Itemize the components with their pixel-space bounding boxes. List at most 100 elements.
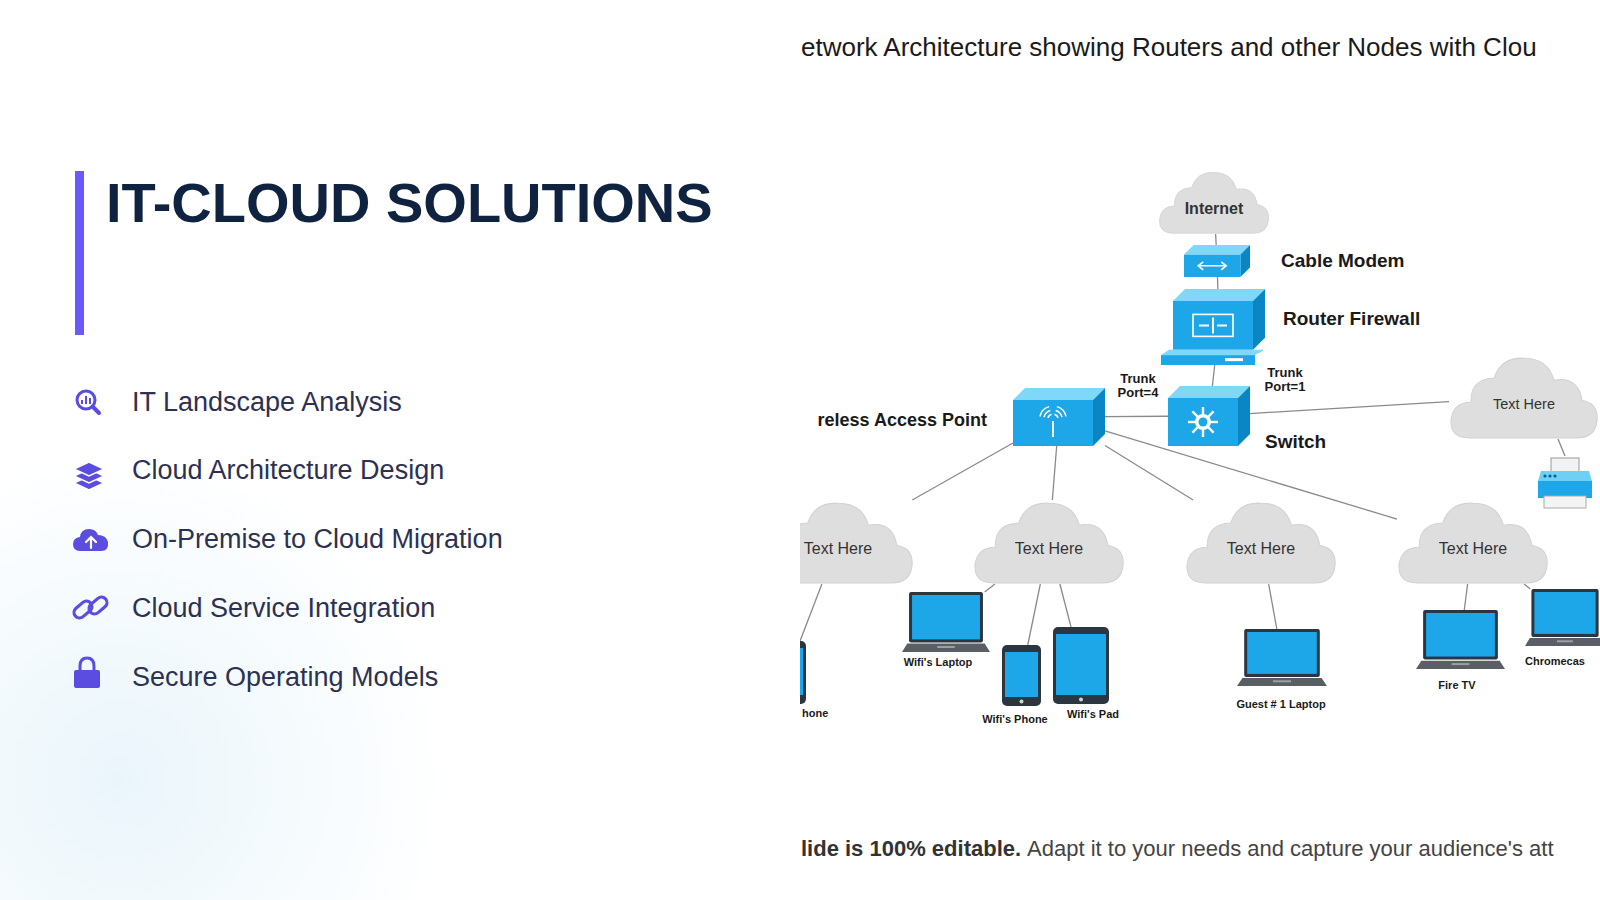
- device-shape: [1416, 610, 1505, 669]
- device-node: Cable Modem: [1184, 245, 1250, 277]
- network-link: [800, 584, 822, 641]
- network-link: [1217, 277, 1219, 289]
- cloud-outline: [1159, 172, 1268, 233]
- cloud-label: Text Here: [1449, 355, 1599, 439]
- cloud-node: Text Here: [800, 500, 914, 584]
- network-link: [1028, 584, 1041, 645]
- device-shape: [1002, 645, 1041, 706]
- cloud-label: Text Here: [1397, 500, 1549, 584]
- service-item: Cloud Service Integration: [132, 594, 435, 624]
- cloud-node: Text Here: [1185, 500, 1337, 584]
- analysis-icon: [77, 391, 99, 413]
- image-title: etwork Architecture showing Routers and …: [801, 33, 1537, 62]
- cloud-outline: [975, 503, 1123, 583]
- device-label: Cable Modem: [1281, 250, 1405, 272]
- network-link: [1269, 584, 1277, 629]
- device-label: reless Access Point: [818, 410, 987, 431]
- node-layer: etwork Architecture showing Routers and …: [800, 0, 1600, 900]
- device-node: Wifi's Laptop: [902, 592, 990, 652]
- network-link: [912, 443, 1013, 500]
- network-link: [1464, 584, 1467, 610]
- laptop-icon: [1416, 610, 1505, 669]
- device-label: Guest # 1 Laptop: [1236, 698, 1325, 710]
- cloud-label: Text Here: [973, 500, 1125, 584]
- service-item: Cloud Architecture Design: [132, 456, 444, 486]
- link-icon: [72, 595, 109, 620]
- device-shape: [1184, 245, 1250, 277]
- network-link: [1524, 584, 1530, 589]
- network-link: [985, 584, 995, 592]
- device-shape: [902, 592, 990, 652]
- printer-icon: [1538, 458, 1592, 508]
- network-link: [1250, 402, 1449, 414]
- device-icon: [1161, 289, 1265, 365]
- device-node: Switch: [1168, 386, 1250, 446]
- device-shape: [1013, 388, 1105, 446]
- device-node: Wifi's Phone: [1002, 645, 1041, 706]
- device-node: reless Access Point: [1013, 388, 1105, 446]
- device-label: Fire TV: [1438, 679, 1475, 691]
- laptop-icon: [902, 592, 990, 652]
- device-node: Fire TV: [1416, 610, 1505, 669]
- cloud-node: Text Here: [1397, 500, 1549, 584]
- device-icon: [1013, 388, 1105, 446]
- device-node: hone: [800, 641, 806, 704]
- device-label: Wifi's Laptop: [904, 656, 973, 668]
- footer-note: lide is 100% editable.: [801, 837, 1021, 861]
- cloud-outline: [800, 503, 912, 583]
- footer-note: Adapt it to your needs and capture your …: [1027, 837, 1553, 861]
- cloud-outline: [1187, 503, 1335, 583]
- port-label: Trunk Port=1: [1261, 366, 1309, 393]
- device-node: Wifi's Pad: [1053, 627, 1109, 704]
- device-icon: [1184, 245, 1250, 277]
- service-item: Secure Operating Models: [132, 663, 438, 693]
- network-illustration: [800, 0, 1600, 900]
- device-label: Switch: [1265, 431, 1326, 453]
- mobile-icon: [800, 641, 806, 704]
- laptop-icon: [1525, 589, 1600, 646]
- cloud-upload-icon: [73, 529, 108, 551]
- cloud-label: Text Here: [1185, 500, 1337, 584]
- device-label: Chromecas: [1525, 655, 1585, 667]
- cloud-label: Internet: [1158, 170, 1270, 234]
- device-label: hone: [802, 707, 828, 719]
- device-shape: [1525, 589, 1600, 646]
- service-item: IT Landscape Analysis: [132, 388, 402, 418]
- device-shape: [1168, 386, 1250, 446]
- cloud-outline: [1451, 358, 1597, 438]
- device-label: Wifi's Phone: [982, 713, 1047, 725]
- device-label: Router Firewall: [1283, 308, 1420, 330]
- lock-icon: [74, 658, 100, 688]
- slide-title: IT-CLOUD SOLUTIONS: [106, 170, 713, 236]
- cloud-node: Text Here: [973, 500, 1125, 584]
- network-link: [1215, 234, 1217, 245]
- device-node: Chromecas: [1525, 589, 1600, 646]
- leader-line: [1558, 439, 1565, 456]
- cloud-node: Text Here: [1449, 355, 1599, 439]
- network-image-panel: etwork Architecture showing Routers and …: [800, 0, 1600, 900]
- accent-bar: [75, 171, 84, 335]
- cloud-label: Text Here: [800, 500, 914, 584]
- connector-layer: [800, 0, 1600, 900]
- laptop-icon: [1237, 629, 1327, 686]
- layers-icon: [74, 462, 104, 490]
- mobile-icon: [1002, 645, 1041, 706]
- network-link: [1105, 416, 1168, 418]
- cloud-outline: [1399, 503, 1547, 583]
- port-label: Trunk Port=4: [1114, 372, 1162, 399]
- device-shape: [1053, 627, 1109, 704]
- cloud-node: Internet: [1158, 170, 1270, 234]
- device-label: Wifi's Pad: [1067, 708, 1119, 720]
- device-icon: [1168, 386, 1250, 446]
- device-shape: [1173, 289, 1265, 365]
- mobile-icon: [1053, 627, 1109, 704]
- device-shape: [1237, 629, 1327, 686]
- device-node: Guest # 1 Laptop: [1237, 629, 1327, 686]
- service-item: On-Premise to Cloud Migration: [132, 525, 503, 555]
- device-node: Router Firewall: [1173, 289, 1265, 365]
- network-link: [1060, 584, 1071, 627]
- network-link: [1052, 446, 1056, 500]
- text-layer: IT-CLOUD SOLUTIONS IT Landscape AnalysisC…: [0, 0, 800, 900]
- device-shape: [800, 641, 806, 704]
